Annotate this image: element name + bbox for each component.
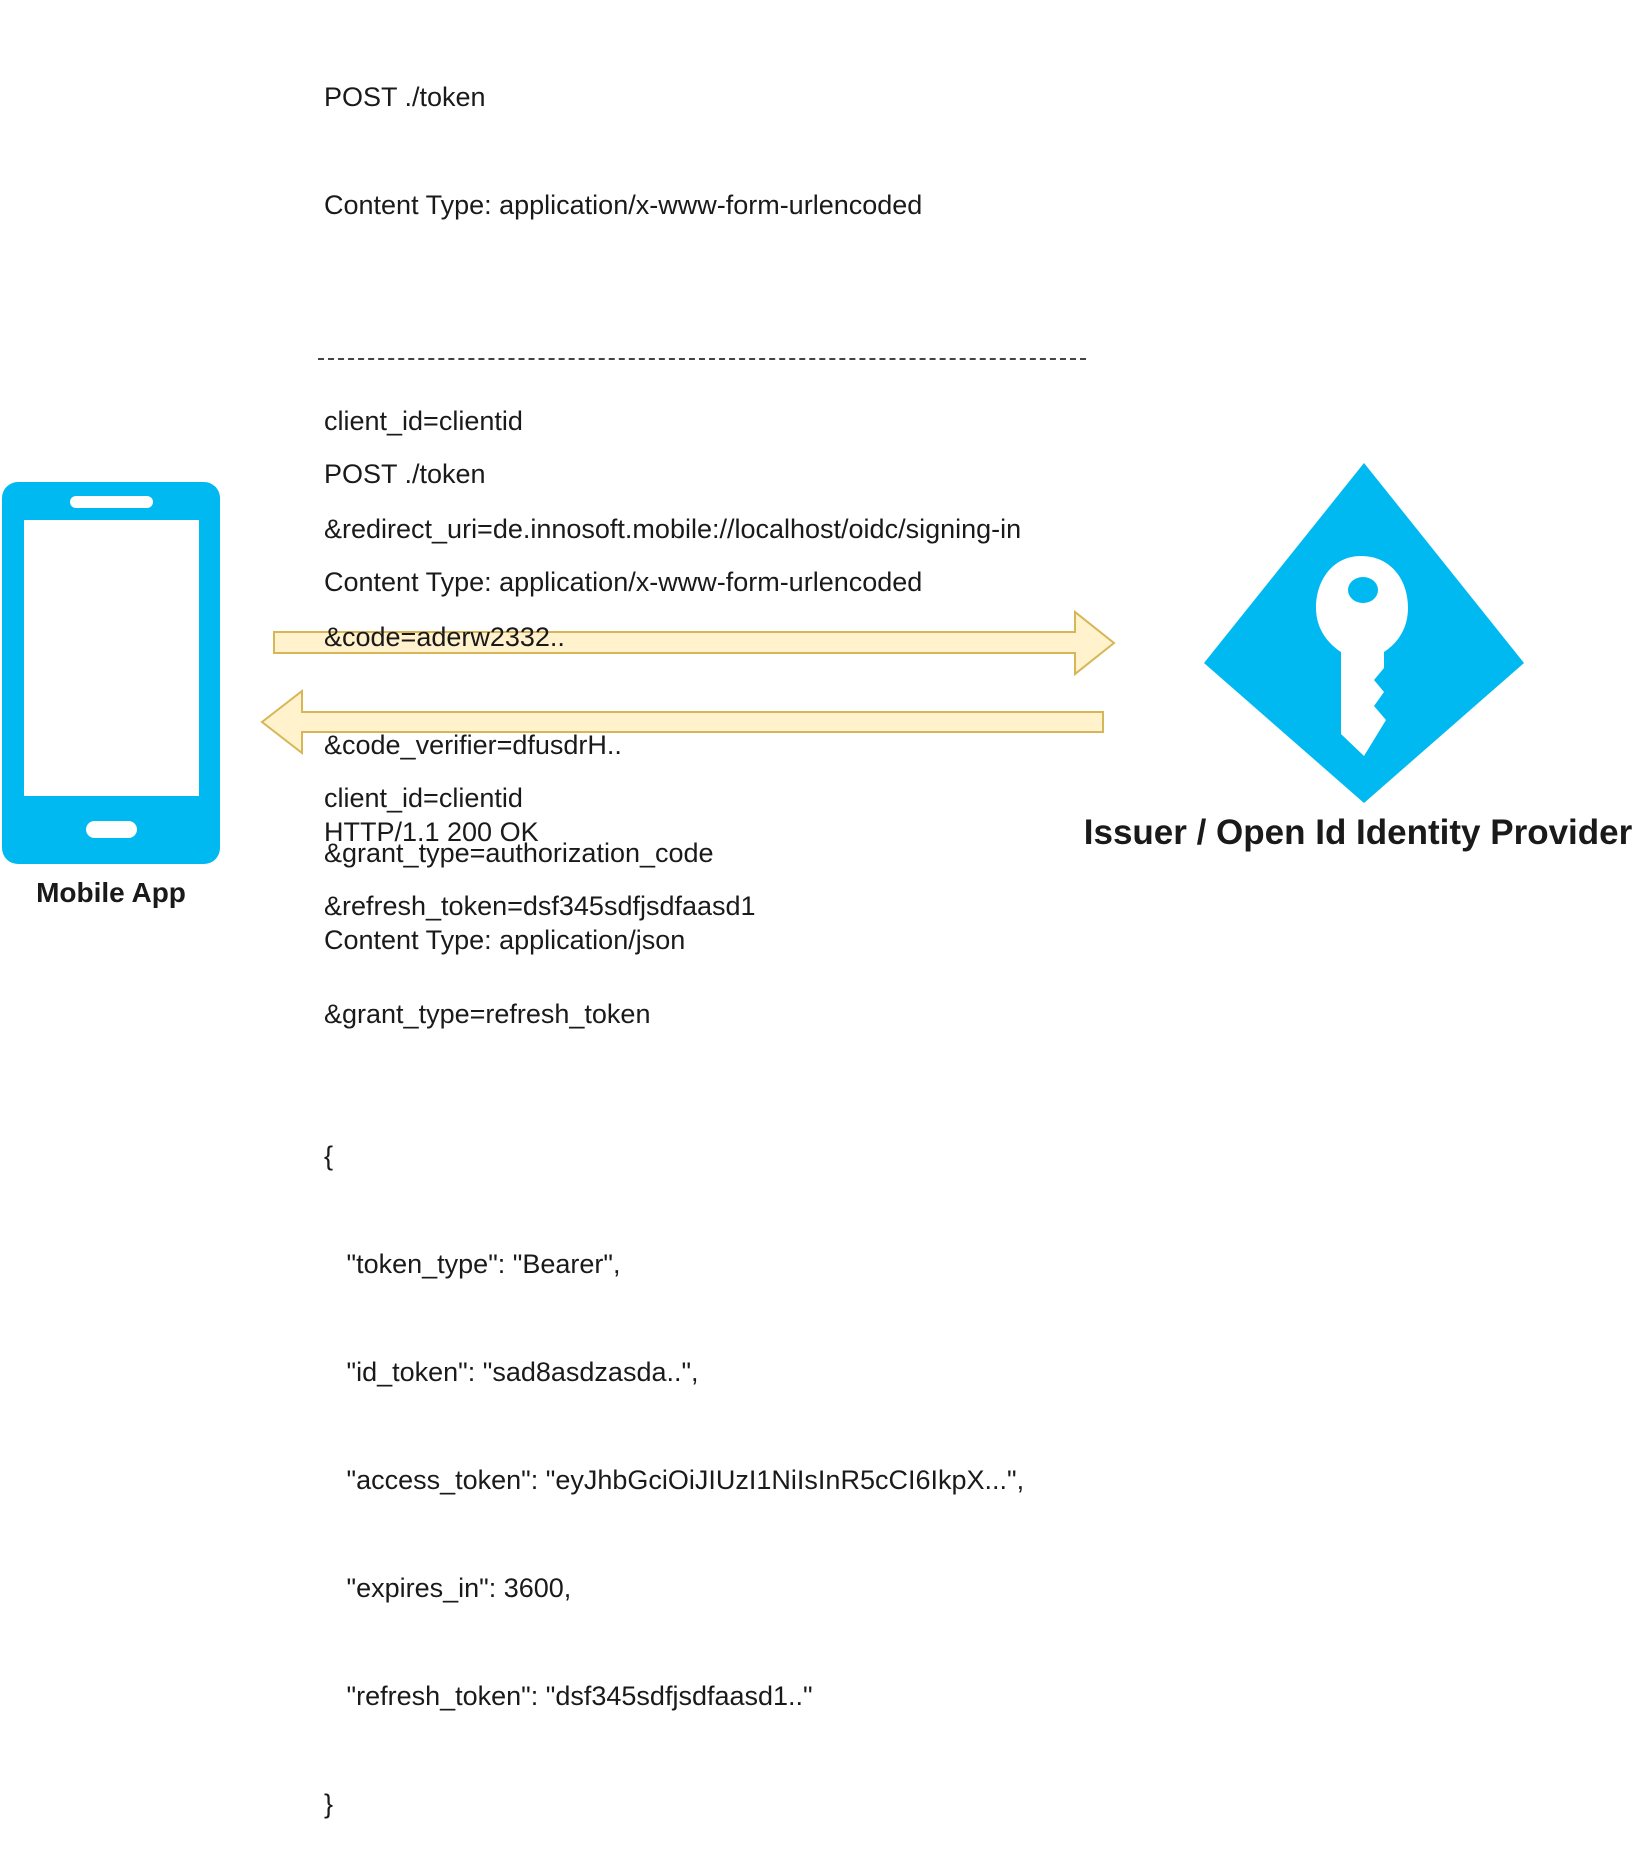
- smartphone-icon: [2, 482, 220, 864]
- request-arrow: [273, 609, 1116, 677]
- access-token-field: "access_token": "eyJhbGciOiJIUzI1NiIsInR…: [324, 1465, 1025, 1495]
- content-type-line: Content Type: application/json: [324, 925, 686, 955]
- token-response: HTTP/1.1 200 OK Content Type: applicatio…: [324, 742, 1024, 1858]
- redirect-uri-param: &redirect_uri=de.innosoft.mobile://local…: [324, 514, 1022, 544]
- json-close-brace: }: [324, 1789, 334, 1819]
- blank-line: [324, 295, 1021, 331]
- mobile-app-label: Mobile App: [36, 877, 186, 908]
- status-line: HTTP/1.1 200 OK: [324, 817, 539, 847]
- diagram-canvas: [2, 463, 1524, 864]
- expires-in-field: "expires_in": 3600,: [324, 1573, 572, 1603]
- refresh-token-field: "refresh_token": "dsf345sdfjsdfaasd1..": [324, 1681, 813, 1711]
- request-line: POST ./token: [324, 459, 486, 489]
- code-param: &code=aderw2332..: [324, 622, 565, 652]
- content-type-line: Content Type: application/x-www-form-url…: [324, 567, 923, 597]
- request-line: POST ./token: [324, 82, 486, 112]
- blank-line: [324, 1030, 1024, 1066]
- response-arrow: [260, 688, 1104, 756]
- id-token-field: "id_token": "sad8asdzasda..",: [324, 1357, 699, 1387]
- code-verifier-param: &code_verifier=dfusdrH..: [324, 730, 622, 760]
- grant-type-param: &grant_type=authorization_code: [324, 838, 714, 868]
- key-icon: [1316, 556, 1408, 756]
- client-id-param: client_id=clientid: [324, 783, 523, 813]
- code-token-request: POST ./token Content Type: application/x…: [324, 7, 1021, 907]
- issuer-label: Issuer / Open Id Identity Provider: [1083, 813, 1633, 852]
- dashed-divider: [318, 358, 1086, 360]
- content-type-line: Content Type: application/x-www-form-url…: [324, 190, 923, 220]
- refresh-token-request: POST ./token Content Type: application/x…: [324, 384, 922, 1068]
- refresh-token-param: &refresh_token=dsf345sdfjsdfaasd1: [324, 891, 756, 921]
- json-open-brace: {: [324, 1141, 334, 1171]
- client-id-param: client_id=clientid: [324, 406, 523, 436]
- grant-type-param: &grant_type=refresh_token: [324, 999, 651, 1029]
- blank-line: [324, 672, 922, 708]
- token-type-field: "token_type": "Bearer",: [324, 1249, 621, 1279]
